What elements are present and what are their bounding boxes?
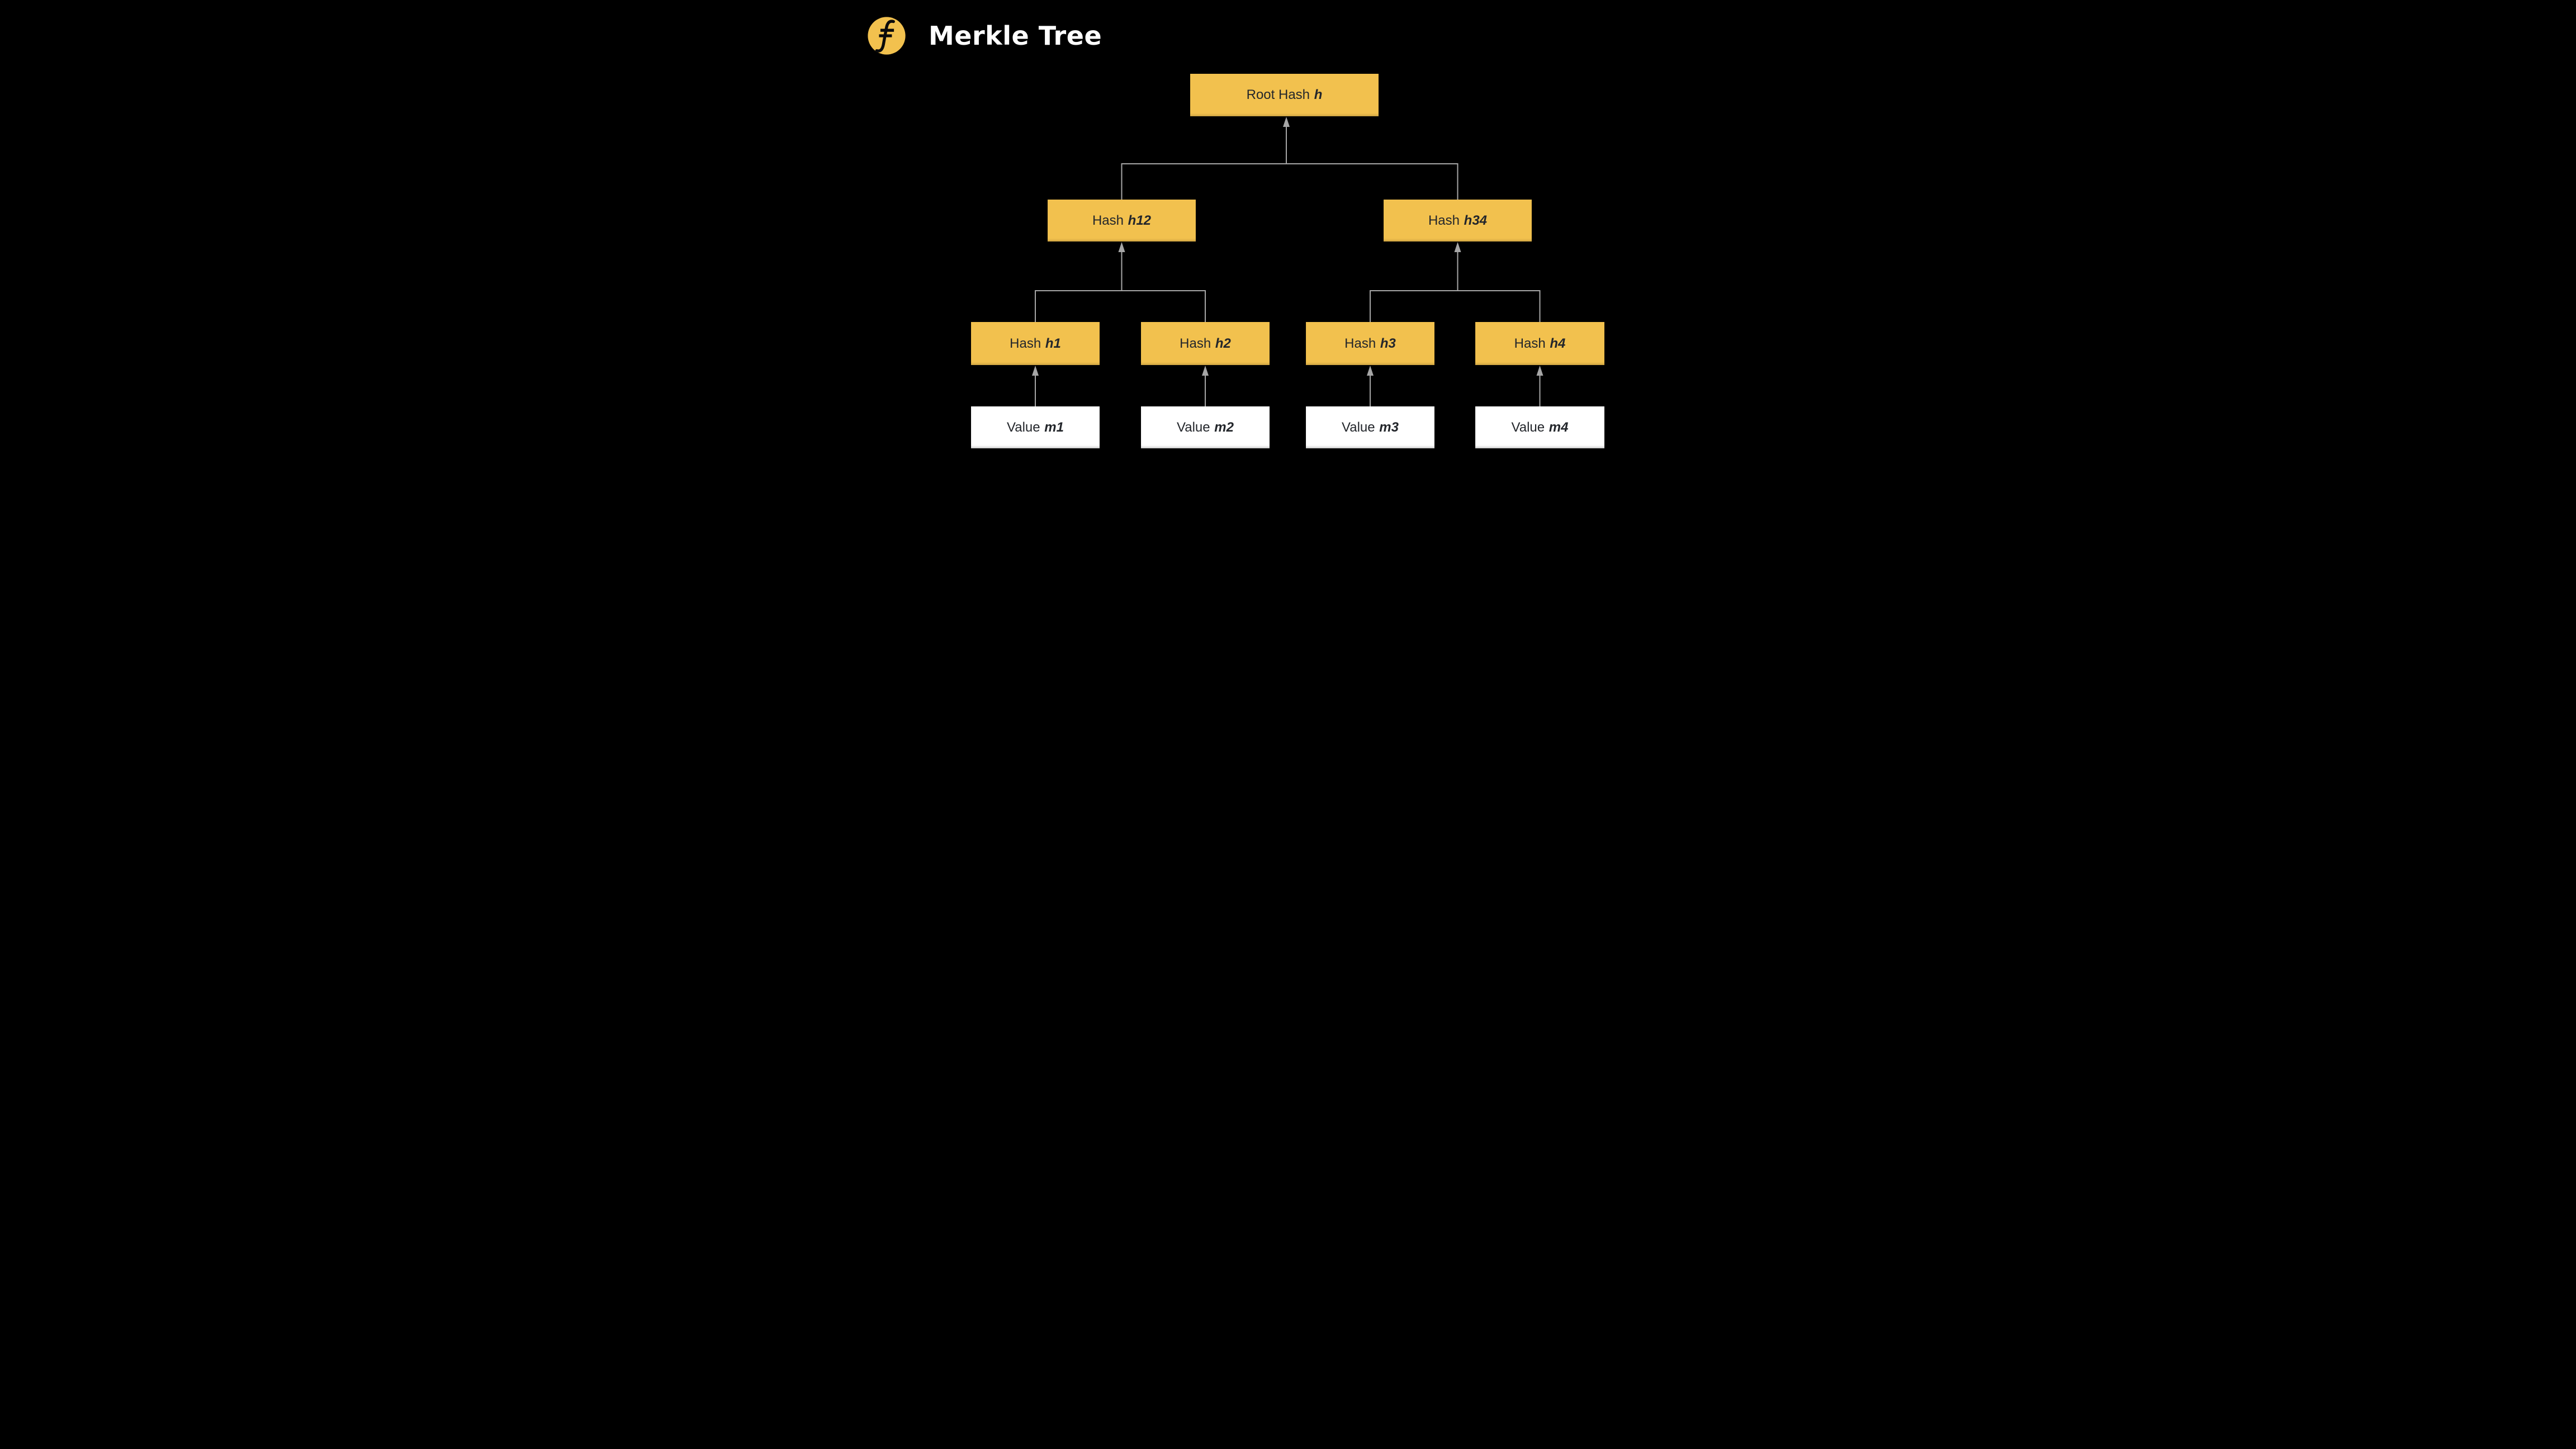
node-hash-h4: Hash h4 [1475,322,1604,365]
node-label-em: h12 [1128,212,1152,228]
filecoin-icon [868,17,906,55]
node-label-em: h4 [1550,335,1566,351]
node-label: Hash [1010,335,1041,351]
arrowhead-icon [1032,366,1039,376]
node-root-hash: Root Hash h [1190,74,1379,116]
node-label-em: h34 [1464,212,1488,228]
node-label: Root Hash [1246,87,1310,102]
filecoin-logo-icon [864,13,910,59]
node-value-m1: Value m1 [971,406,1100,448]
arrowhead-icon [1202,366,1209,376]
connector-h12-junction [1035,242,1206,322]
node-label: Hash [1092,212,1124,228]
node-hash-h34: Hash h34 [1384,200,1532,242]
arrowhead-icon [1536,366,1543,376]
node-label-em: m1 [1044,419,1064,435]
node-label-em: m3 [1379,419,1399,435]
connector-h34-junction [1370,242,1541,322]
node-label-em: h [1314,87,1323,102]
arrowhead-icon [1283,117,1290,127]
node-label: Hash [1344,335,1376,351]
node-label-em: h3 [1380,335,1396,351]
node-value-m4: Value m4 [1475,406,1604,448]
slide: Merkle Tree [850,0,1726,493]
page-title: Merkle Tree [929,21,1102,51]
node-hash-h2: Hash h2 [1141,322,1270,365]
arrowhead-icon [1454,242,1461,252]
node-hash-h1: Hash h1 [971,322,1100,365]
connector-leaf-arrows [1032,366,1543,406]
node-label: Value [1007,419,1040,435]
node-label: Hash [1514,335,1546,351]
node-hash-h12: Hash h12 [1048,200,1196,242]
node-label-em: m4 [1549,419,1569,435]
node-value-m2: Value m2 [1141,406,1270,448]
node-label: Value [1177,419,1210,435]
node-value-m3: Value m3 [1306,406,1434,448]
arrowhead-icon [1367,366,1374,376]
connector-root-junction [1121,117,1459,200]
node-label: Value [1511,419,1545,435]
node-label: Hash [1180,335,1211,351]
node-label-em: m2 [1214,419,1234,435]
node-label-em: h2 [1215,335,1231,351]
node-label-em: h1 [1045,335,1061,351]
node-label: Hash [1428,212,1460,228]
arrowhead-icon [1118,242,1125,252]
node-hash-h3: Hash h3 [1306,322,1434,365]
node-label: Value [1342,419,1375,435]
